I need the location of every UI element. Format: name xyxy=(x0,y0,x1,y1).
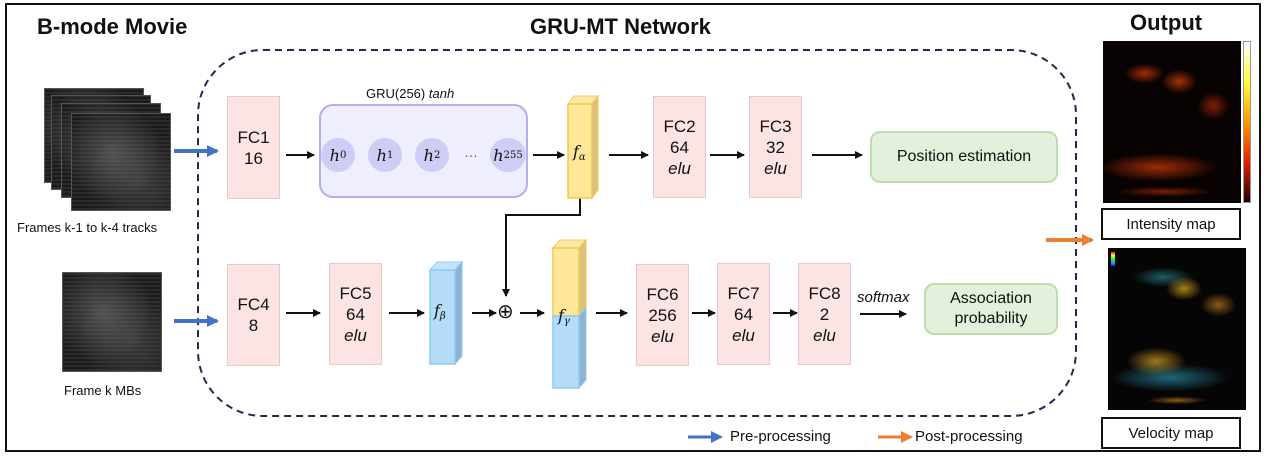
association-line1: Association xyxy=(950,290,1032,307)
fc4-units: 8 xyxy=(248,316,259,335)
fc7-layer: FC7 64 elu xyxy=(717,263,770,365)
position-estimation-output: Position estimation xyxy=(870,131,1058,183)
tracks-caption: Frames k-1 to k-4 tracks xyxy=(17,220,158,235)
fc8-name: FC8 xyxy=(808,283,841,303)
f-beta-block xyxy=(428,260,464,366)
fc2-layer: FC2 64 elu xyxy=(653,96,706,198)
fc1-name: FC1 xyxy=(237,127,270,147)
softmax-label: softmax xyxy=(857,289,910,306)
fc4-layer: FC4 8 xyxy=(227,264,280,366)
fc3-name: FC3 xyxy=(759,116,792,136)
gru-activation: tanh xyxy=(428,86,455,101)
mbs-caption: Frame k MBs xyxy=(64,383,142,398)
f-alpha-label: fα xyxy=(573,142,586,163)
legend-post-label: Post-processing xyxy=(915,428,1023,445)
input-title: B-mode Movie xyxy=(37,14,188,39)
association-line2: probability xyxy=(954,310,1028,327)
fc1-units: 16 xyxy=(244,148,263,168)
fc2-name: FC2 xyxy=(663,116,696,136)
f-gamma-block xyxy=(551,238,588,390)
concat-symbol: ⊕ xyxy=(497,301,514,323)
fc5-activation: elu xyxy=(344,325,367,345)
fc2-units: 64 xyxy=(670,137,689,157)
f-beta-label: fβ xyxy=(434,301,446,322)
fc8-layer: FC8 2 elu xyxy=(798,263,851,365)
fc7-activation: elu xyxy=(732,325,755,345)
tracks-frame-4 xyxy=(71,113,171,211)
fc7-units: 64 xyxy=(734,304,753,324)
gru-ellipsis: … xyxy=(464,144,478,160)
fc8-activation: elu xyxy=(813,325,836,345)
intensity-map-image xyxy=(1103,41,1241,203)
output-title: Output xyxy=(1130,10,1203,35)
fc3-activation: elu xyxy=(764,158,787,178)
figure-frame xyxy=(5,3,1261,452)
intensity-map-label: Intensity map xyxy=(1101,208,1241,240)
fc6-units: 256 xyxy=(648,305,677,325)
intensity-colorbar xyxy=(1243,41,1251,203)
arrow-falpha-concat xyxy=(502,198,581,297)
velocity-map-image xyxy=(1108,248,1246,410)
fc4-name: FC4 xyxy=(237,295,270,314)
gru-title: GRU(256) tanh xyxy=(366,86,454,101)
fc7-name: FC7 xyxy=(727,283,760,303)
mbs-image xyxy=(62,272,162,372)
velocity-colorbar xyxy=(1111,252,1115,266)
fc8-units: 2 xyxy=(819,304,830,324)
association-probability-output: Association probability xyxy=(924,283,1058,335)
fc6-name: FC6 xyxy=(646,284,679,304)
fc6-activation: elu xyxy=(651,326,674,346)
network-boundary xyxy=(197,49,1077,417)
f-gamma-label: fγ xyxy=(558,306,570,327)
gru-label: GRU(256) xyxy=(366,86,426,101)
fc5-units: 64 xyxy=(346,304,365,324)
fc5-name: FC5 xyxy=(339,283,372,303)
network-title: GRU-MT Network xyxy=(530,14,711,39)
fc6-layer: FC6 256 elu xyxy=(636,264,689,366)
f-alpha-block xyxy=(567,94,599,200)
fc3-layer: FC3 32 elu xyxy=(749,96,802,198)
legend-pre-label: Pre-processing xyxy=(730,428,831,445)
fc3-units: 32 xyxy=(766,137,785,157)
fc2-activation: elu xyxy=(668,158,691,178)
velocity-map-label: Velocity map xyxy=(1101,417,1241,449)
fc1-layer: FC1 16 xyxy=(227,96,280,199)
fc5-layer: FC5 64 elu xyxy=(329,263,382,365)
